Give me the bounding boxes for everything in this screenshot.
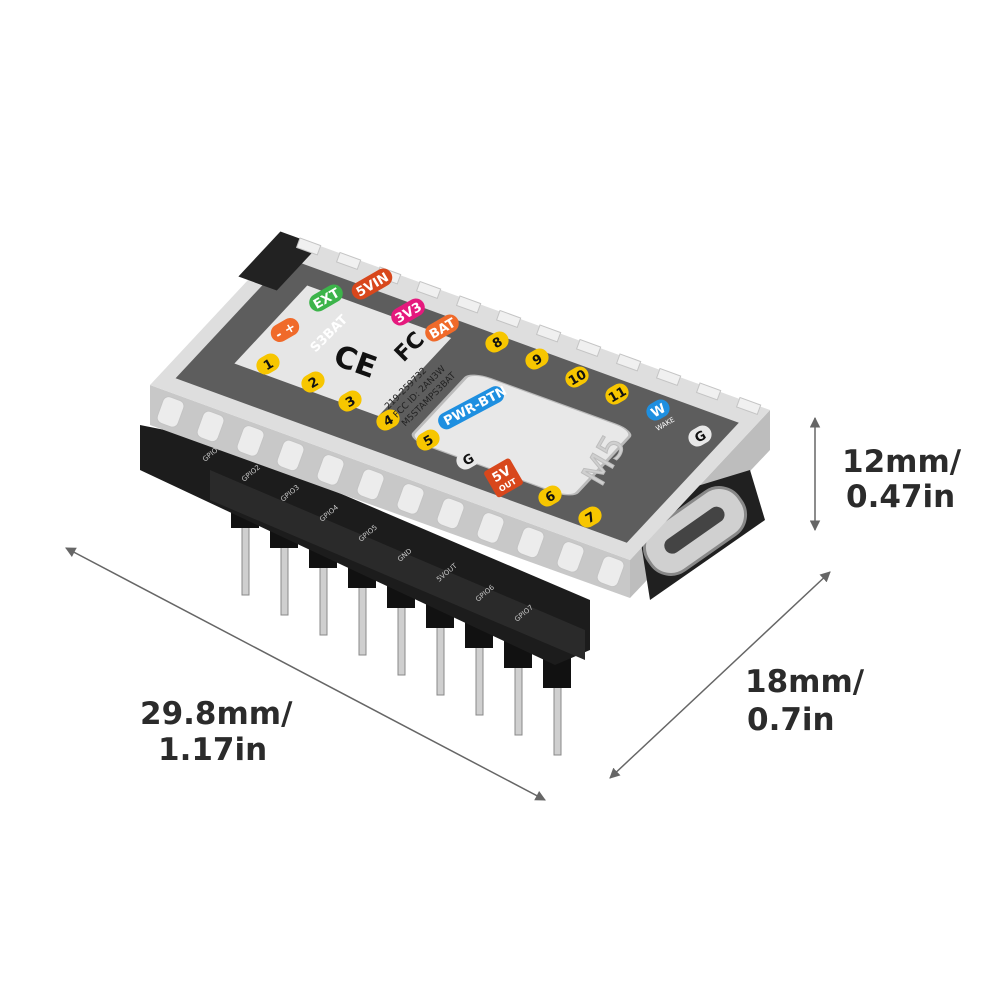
rib bbox=[415, 280, 442, 300]
header-pin bbox=[436, 619, 445, 696]
rib bbox=[655, 367, 682, 387]
pin-label: G bbox=[456, 448, 480, 470]
rib bbox=[476, 512, 505, 544]
rib bbox=[436, 497, 465, 530]
rib bbox=[455, 295, 482, 314]
height-label-in: 0.47in bbox=[846, 479, 955, 515]
height-label-mm: 12mm/ bbox=[842, 444, 962, 480]
pin-label: 3 bbox=[338, 390, 362, 412]
header-pin bbox=[241, 519, 250, 596]
pin-label: 2 bbox=[301, 371, 325, 393]
header-pin bbox=[280, 539, 289, 616]
pin-label: 9 bbox=[525, 348, 549, 370]
rib bbox=[236, 425, 265, 457]
header-pin bbox=[319, 559, 328, 636]
rib bbox=[335, 251, 362, 271]
rib bbox=[516, 526, 545, 559]
width-label-mm: 18mm/ bbox=[745, 664, 865, 700]
cert-panel bbox=[234, 285, 452, 416]
rib bbox=[695, 382, 722, 401]
width-label-in: 0.7in bbox=[747, 702, 835, 738]
header-pin bbox=[397, 599, 406, 676]
header-pin bbox=[514, 659, 523, 736]
pin-label: 6 bbox=[538, 485, 562, 507]
rib bbox=[495, 309, 522, 329]
rib bbox=[196, 410, 225, 443]
rib bbox=[396, 483, 425, 515]
rib bbox=[276, 439, 305, 472]
rib bbox=[735, 396, 762, 416]
header-pin bbox=[553, 679, 562, 756]
case-ribs bbox=[156, 237, 762, 588]
pin-label: 5 bbox=[416, 429, 440, 451]
header-strip bbox=[210, 470, 585, 660]
length-dimension-arrow bbox=[65, 547, 546, 801]
header-pin bbox=[358, 579, 367, 656]
length-label-mm: 29.8mm/ bbox=[140, 696, 293, 732]
rib bbox=[575, 338, 602, 358]
rib bbox=[156, 396, 185, 428]
rib bbox=[295, 237, 322, 256]
case-side-front bbox=[150, 385, 630, 598]
pin-label: G bbox=[688, 425, 712, 447]
rib bbox=[356, 468, 385, 501]
width-dimension-arrow bbox=[609, 571, 831, 779]
pin-label: 7 bbox=[578, 506, 602, 528]
header-pin bbox=[475, 639, 484, 716]
pin-label: 8 bbox=[485, 331, 509, 353]
rib bbox=[316, 454, 345, 486]
rib bbox=[615, 353, 642, 372]
pin-label: 1 bbox=[256, 353, 280, 375]
rib bbox=[596, 555, 625, 588]
length-label-in: 1.17in bbox=[158, 732, 267, 768]
5v-out-label: 5VOUT bbox=[484, 458, 523, 498]
rib bbox=[556, 541, 585, 573]
pin-label: 4 bbox=[376, 409, 400, 431]
svg-text:W: W bbox=[649, 401, 669, 421]
rib bbox=[535, 324, 562, 343]
